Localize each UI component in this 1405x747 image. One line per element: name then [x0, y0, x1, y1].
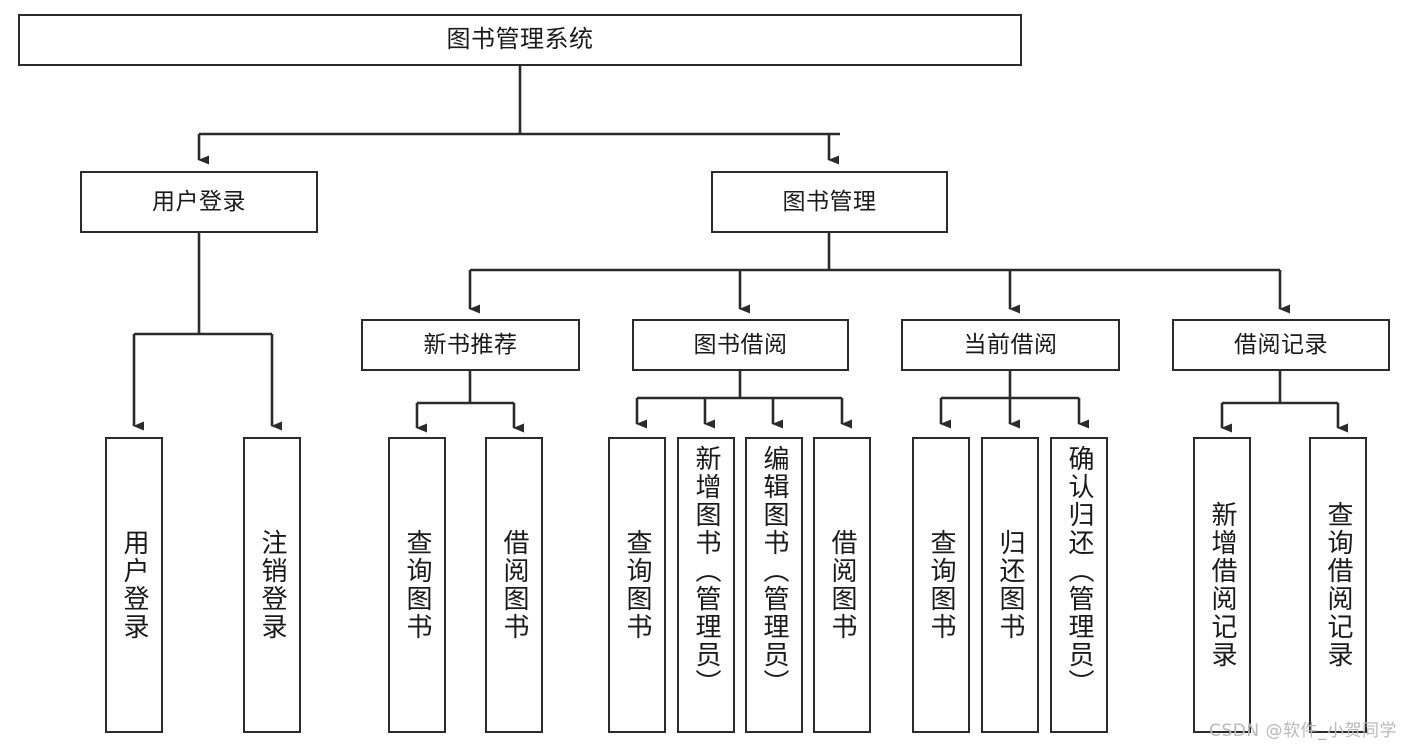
leaf-new-book-query[interactable]: 查询图书 [388, 437, 446, 733]
node-user-login[interactable]: 用户登录 [80, 171, 318, 233]
node-label: 借阅图书 [827, 529, 857, 641]
node-label: 当前借阅 [963, 331, 1058, 358]
node-label: 查询图书 [926, 529, 956, 641]
leaf-borrow-record-add[interactable]: 新增借阅记录 [1193, 437, 1251, 733]
leaf-current-borrow-return[interactable]: 归还图书 [981, 437, 1039, 733]
node-label: 查询图书 [402, 529, 432, 641]
leaf-book-borrow-query[interactable]: 查询图书 [608, 437, 666, 733]
node-label: 新书推荐 [423, 331, 518, 358]
leaf-new-book-borrow[interactable]: 借阅图书 [485, 437, 543, 733]
node-label: 归还图书 [995, 529, 1025, 641]
node-borrow-record[interactable]: 借阅记录 [1172, 319, 1390, 371]
node-book-management[interactable]: 图书管理 [711, 171, 948, 233]
node-new-book-recommend[interactable]: 新书推荐 [361, 319, 580, 371]
node-label: 借阅图书 [499, 529, 529, 641]
node-label: 注销登录 [257, 529, 287, 641]
node-label: 新增图书（管理员） [691, 445, 721, 697]
node-current-borrow[interactable]: 当前借阅 [901, 319, 1120, 371]
leaf-book-borrow-add-admin[interactable]: 新增图书（管理员） [677, 437, 735, 733]
node-label: 图书管理系统 [446, 25, 594, 54]
leaf-borrow-record-query[interactable]: 查询借阅记录 [1309, 437, 1367, 733]
node-label: 借阅记录 [1234, 331, 1328, 358]
node-label: 编辑图书（管理员） [759, 445, 789, 697]
leaf-current-borrow-query[interactable]: 查询图书 [912, 437, 970, 733]
node-label: 查询图书 [622, 529, 652, 641]
node-label: 图书借阅 [693, 331, 788, 358]
node-label: 确认归还（管理员） [1064, 445, 1094, 697]
leaf-user-login-login[interactable]: 用户登录 [105, 437, 163, 733]
node-root-book-management-system[interactable]: 图书管理系统 [18, 14, 1022, 66]
node-label: 查询借阅记录 [1323, 501, 1353, 669]
node-label: 图书管理 [782, 188, 877, 215]
node-label: 新增借阅记录 [1207, 501, 1237, 669]
node-label: 用户登录 [119, 529, 149, 641]
csdn-watermark: CSDN @软件_小贺同学 [1209, 721, 1397, 741]
node-book-borrow[interactable]: 图书借阅 [632, 319, 849, 371]
leaf-book-borrow-borrow[interactable]: 借阅图书 [813, 437, 871, 733]
leaf-user-login-logout[interactable]: 注销登录 [243, 437, 301, 733]
node-label: 用户登录 [152, 188, 246, 215]
leaf-current-borrow-confirm-admin[interactable]: 确认归还（管理员） [1050, 437, 1108, 733]
leaf-book-borrow-edit-admin[interactable]: 编辑图书（管理员） [745, 437, 803, 733]
